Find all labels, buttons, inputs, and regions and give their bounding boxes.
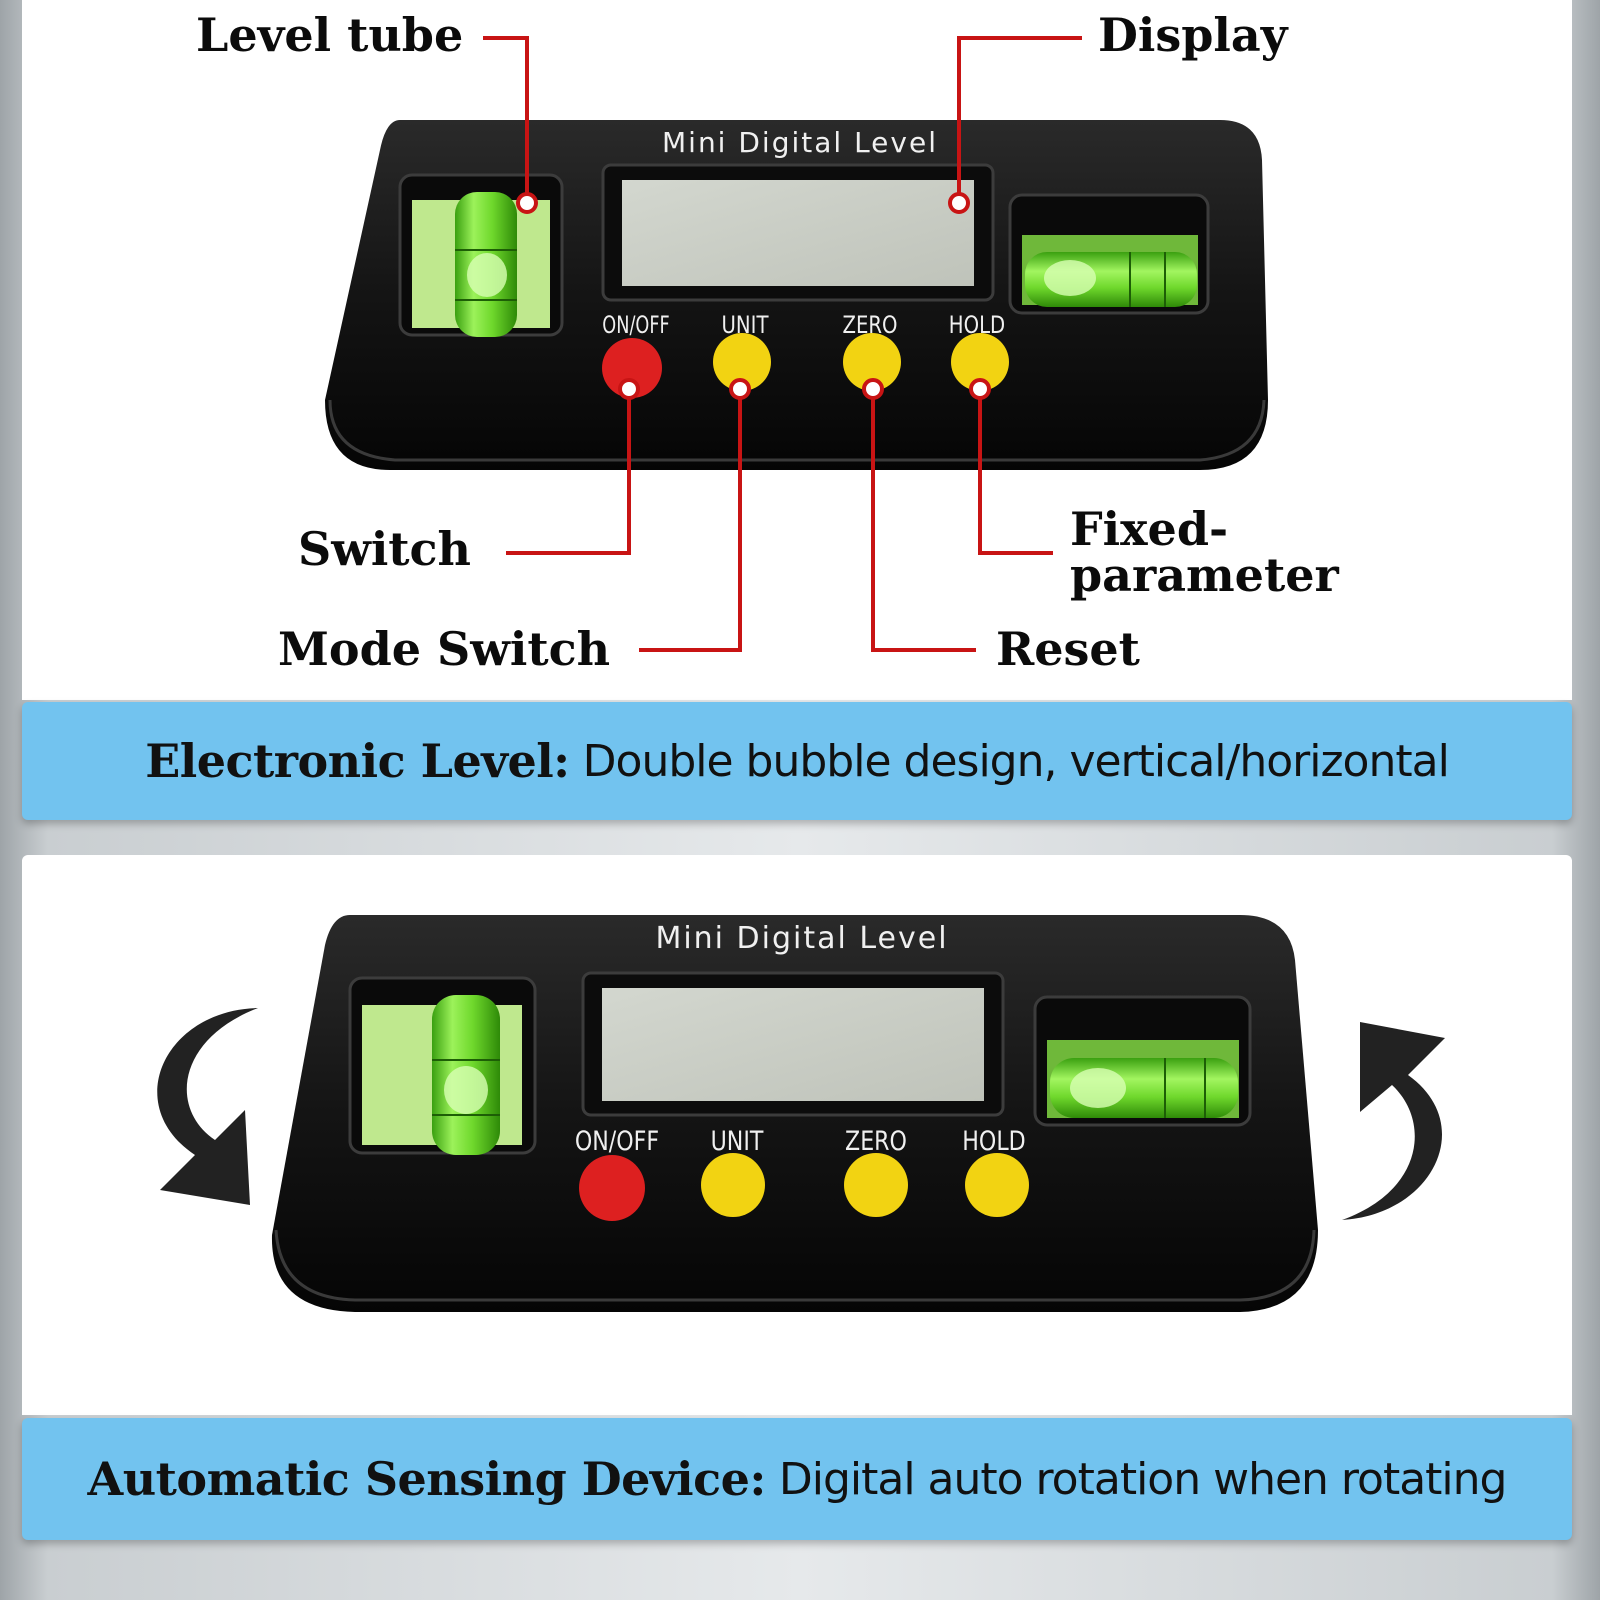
banner-description: Digital auto rotation when rotating bbox=[765, 1453, 1508, 1505]
digital-level-device-bottom: Mini Digital Level ON/OFF UNIT ZERO HOLD bbox=[271, 915, 1318, 1312]
rotate-counterclockwise-arrow-icon bbox=[157, 1008, 258, 1205]
lcd-display bbox=[601, 163, 995, 302]
unit-button[interactable] bbox=[701, 1153, 765, 1217]
feature-banner-electronic-level: Electronic Level: Double bubble design, … bbox=[22, 702, 1572, 820]
zero-button[interactable] bbox=[843, 333, 901, 391]
callout-level-tube: Level tube bbox=[196, 8, 464, 62]
callout-fixed-parameter: Fixed- parameter bbox=[1070, 506, 1339, 598]
callout-mode-switch: Mode Switch bbox=[278, 622, 611, 676]
horizontal-level-tube bbox=[1033, 995, 1252, 1127]
button-label-onoff: ON/OFF bbox=[575, 1125, 659, 1157]
hold-button[interactable] bbox=[965, 1153, 1029, 1217]
banner-heading: Automatic Sensing Device: bbox=[87, 1452, 767, 1506]
button-label-hold: HOLD bbox=[962, 1125, 1025, 1157]
callout-reset: Reset bbox=[996, 622, 1140, 676]
leader-lines bbox=[483, 36, 1082, 652]
on-off-button[interactable] bbox=[602, 338, 662, 398]
callout-fixed-parameter-line1: Fixed- bbox=[1070, 502, 1229, 556]
device-title: Mini Digital Level bbox=[662, 126, 938, 159]
button-label-onoff: ON/OFF bbox=[602, 312, 669, 339]
banner-heading: Electronic Level: bbox=[145, 734, 570, 788]
vertical-level-tube bbox=[348, 976, 537, 1155]
horizontal-level-tube bbox=[1008, 193, 1210, 315]
lcd-display bbox=[581, 971, 1005, 1117]
zero-button[interactable] bbox=[844, 1153, 908, 1217]
hold-button[interactable] bbox=[951, 333, 1009, 391]
feature-banner-automatic-sensing: Automatic Sensing Device: Digital auto r… bbox=[22, 1418, 1572, 1540]
rotate-clockwise-arrow-icon bbox=[1342, 1022, 1445, 1220]
button-label-zero: ZERO bbox=[845, 1125, 907, 1157]
vertical-level-tube bbox=[398, 173, 564, 337]
button-label-unit: UNIT bbox=[711, 1125, 765, 1157]
callout-display: Display bbox=[1098, 8, 1288, 62]
banner-description: Double bubble design, vertical/horizonta… bbox=[569, 735, 1450, 787]
unit-button[interactable] bbox=[713, 333, 771, 391]
callout-fixed-parameter-line2: parameter bbox=[1070, 548, 1339, 602]
callout-switch: Switch bbox=[298, 522, 471, 576]
device-title: Mini Digital Level bbox=[655, 921, 948, 956]
leader-dots bbox=[516, 192, 991, 400]
digital-level-device-top: Mini Digital Level ON/OFF UNIT ZERO bbox=[325, 120, 1268, 470]
on-off-button[interactable] bbox=[579, 1155, 645, 1221]
